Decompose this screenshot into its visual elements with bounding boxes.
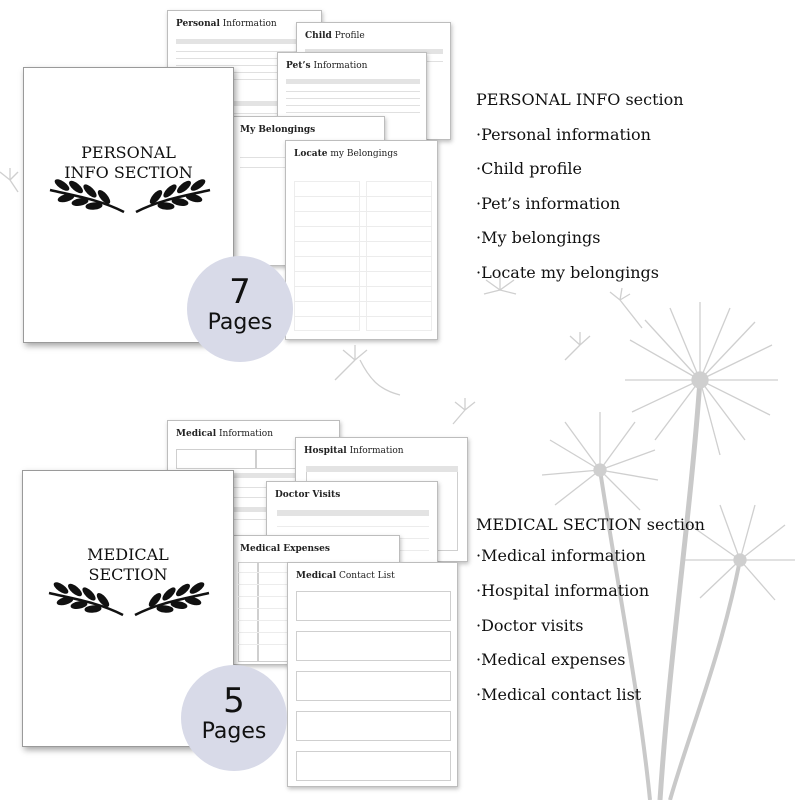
table-line (294, 256, 432, 257)
thumb-title-rest: Information (216, 429, 274, 439)
laurel-icon (48, 582, 210, 617)
list-item: ·My belongings (476, 228, 601, 247)
page-count: 7 (229, 272, 251, 312)
form-line (176, 487, 332, 488)
form-line (286, 91, 420, 92)
table-line (294, 196, 432, 197)
thumb-title-bold: Child (305, 31, 332, 41)
form-header-bar (286, 79, 420, 84)
pages-label: Pages (207, 310, 273, 335)
thumb-title-bold: Medical (176, 429, 217, 439)
table-line (294, 226, 432, 227)
pages-label: Pages (201, 719, 267, 744)
page-count: 5 (223, 681, 245, 721)
page-count-badge: 7 Pages (187, 256, 293, 362)
form-header-bar (176, 473, 332, 478)
cover-title: PERSONAL INFO SECTION (64, 143, 193, 182)
thumb-title-rest: Information (219, 19, 277, 29)
form-header-bar (176, 507, 332, 512)
contact-card (296, 671, 451, 701)
form-box (176, 449, 256, 469)
form-line (176, 519, 332, 520)
page-count-badge: 5 Pages (181, 665, 287, 771)
form-line (286, 112, 420, 113)
table-line (294, 316, 432, 317)
list-item: ·Personal information (476, 125, 651, 144)
list-item: ·Medical expenses (476, 650, 626, 669)
contact-card (296, 711, 451, 741)
table-line (294, 241, 432, 242)
form-line (176, 65, 314, 66)
table-line (294, 286, 432, 287)
table-column (238, 562, 258, 662)
form-header-bar (306, 466, 458, 472)
thumb-title-bold: Medical Expenses (240, 544, 330, 554)
form-header-bar (176, 101, 314, 106)
thumb-title-rest: Contact List (336, 571, 395, 581)
form-line (176, 113, 314, 114)
thumb-medical-contact-list: Medical Contact List (287, 562, 458, 787)
form-line (176, 51, 314, 52)
form-line (286, 98, 420, 99)
thumb-title-rest: Information (346, 446, 404, 456)
thumb-title-bold: Doctor Visits (275, 490, 341, 500)
contact-card (296, 591, 451, 621)
contact-card (296, 631, 451, 661)
list-item: ·Doctor visits (476, 616, 584, 635)
form-line (176, 497, 332, 498)
thumb-title-bold: Medical (296, 571, 337, 581)
list-item: ·Medical contact list (476, 685, 642, 704)
thumb-title-bold: Locate (294, 149, 328, 159)
medical-list-heading: MEDICAL SECTION section (476, 515, 705, 534)
form-header-bar (176, 39, 314, 44)
form-header-bar (305, 49, 443, 54)
thumb-title-rest: my Belongings (327, 149, 398, 159)
table-column (258, 562, 288, 662)
table-header-bar (277, 510, 429, 516)
thumb-title-rest: Profile (331, 31, 365, 41)
table-line (294, 271, 432, 272)
thumb-title-bold: Pet’s (286, 61, 311, 71)
list-item: ·Hospital information (476, 581, 650, 600)
form-line (176, 72, 314, 73)
contact-card (296, 751, 451, 781)
list-item: ·Medical information (476, 546, 646, 565)
cover-title: MEDICAL SECTION (87, 545, 169, 584)
thumb-title-bold: Hospital (304, 446, 347, 456)
form-line (286, 105, 420, 106)
list-item: ·Pet’s information (476, 194, 621, 213)
form-line (176, 79, 314, 80)
list-item: ·Locate my belongings (476, 263, 660, 282)
list-item: ·Child profile (476, 159, 582, 178)
thumb-title-bold: Personal (176, 19, 220, 29)
thumb-title-bold: My Belongings (240, 125, 316, 135)
personal-list-heading: PERSONAL INFO section (476, 90, 684, 109)
table-line (294, 301, 432, 302)
table-line (277, 526, 429, 527)
thumb-title-rest: Information (310, 61, 368, 71)
table-line (294, 211, 432, 212)
thumb-locate-my-belongings: Locate my Belongings (285, 140, 438, 340)
form-line (176, 58, 314, 59)
laurel-icon (49, 179, 211, 214)
